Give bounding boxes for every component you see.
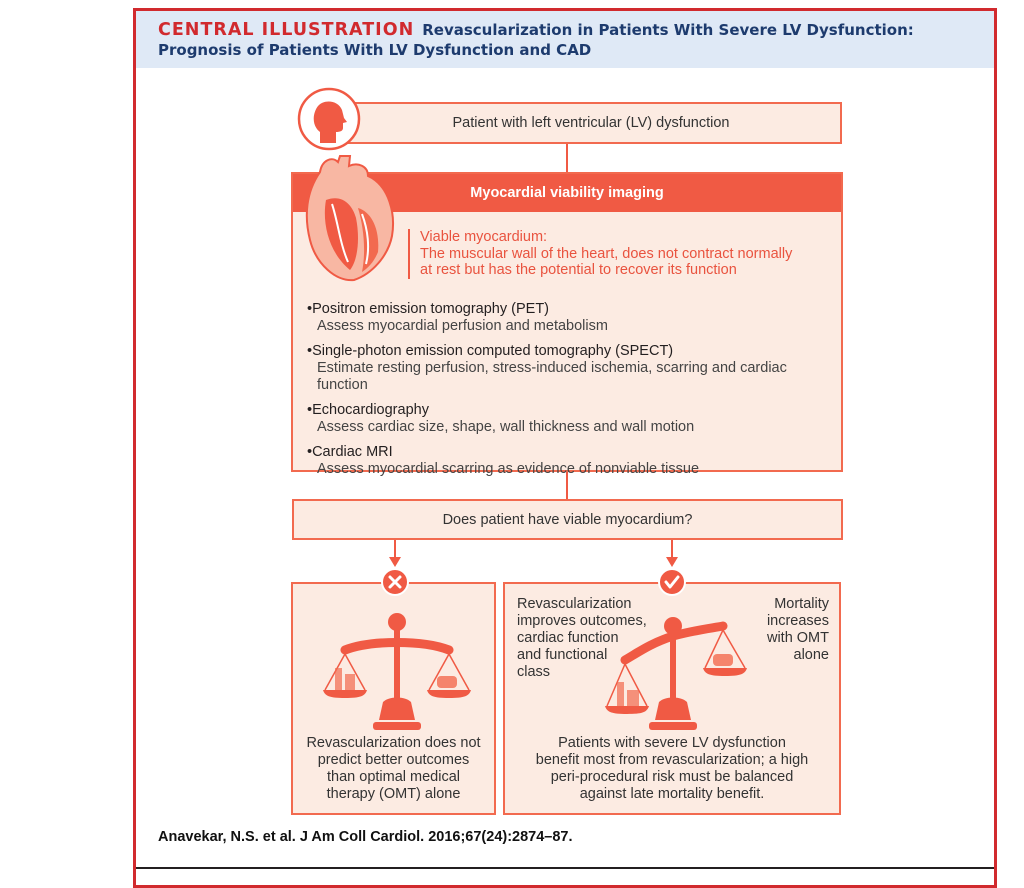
balanced-scale-icon: [321, 610, 471, 730]
figure-header: CENTRAL ILLUSTRATION Revascularization in…: [136, 11, 994, 68]
viability-outcome: Patients with severe LV dysfunction bene…: [511, 735, 833, 803]
outcome-line: benefit most from revascularization; a h…: [511, 752, 833, 769]
viable-line-2: at rest but has the potential to recover…: [420, 262, 792, 279]
modality-item: Cardiac MRI Assess myocardial scarring a…: [307, 444, 841, 478]
question-box: Does patient have viable myocardium?: [292, 499, 843, 540]
check-icon: [658, 568, 686, 596]
viable-definition: Viable myocardium: The muscular wall of …: [408, 229, 792, 279]
mortality-note: Mortality increases with OMT alone: [749, 596, 829, 664]
citation: Anavekar, N.S. et al. J Am Coll Cardiol.…: [158, 829, 573, 845]
outcome-line: therapy (OMT) alone: [299, 786, 488, 803]
outcome-line: peri-procedural risk must be balanced: [511, 769, 833, 786]
modality-desc: Assess myocardial perfusion and metaboli…: [307, 318, 841, 335]
outcome-line: than optimal medical: [299, 769, 488, 786]
bottom-rule: [136, 867, 994, 869]
viable-title: Viable myocardium:: [420, 229, 792, 246]
modality-name: Positron emission tomography (PET): [307, 301, 841, 318]
central-illustration-kicker: CENTRAL ILLUSTRATION: [158, 20, 414, 40]
modality-name: Cardiac MRI: [307, 444, 841, 461]
no-viability-box: Revascularization does not predict bette…: [291, 582, 496, 815]
modality-name: Echocardiography: [307, 402, 841, 419]
modality-item: Echocardiography Assess cardiac size, sh…: [307, 402, 841, 436]
outcome-line: against late mortality benefit.: [511, 786, 833, 803]
viable-line-1: The muscular wall of the heart, does not…: [420, 246, 792, 263]
connector-patient-imaging: [566, 144, 568, 172]
modality-item: Positron emission tomography (PET) Asses…: [307, 301, 841, 335]
title-line-2: Prognosis of Patients With LV Dysfunctio…: [158, 41, 591, 59]
note-line: alone: [749, 647, 829, 664]
heart-icon: [302, 152, 412, 287]
note-line: Mortality: [749, 596, 829, 613]
modality-list: Positron emission tomography (PET) Asses…: [307, 301, 841, 486]
viability-box: Revascularization improves outcomes, car…: [503, 582, 841, 815]
note-line: increases: [749, 613, 829, 630]
modality-name: Single-photon emission computed tomograp…: [307, 343, 841, 360]
outcome-line: Revascularization does not: [299, 735, 488, 752]
outcome-line: Patients with severe LV dysfunction: [511, 735, 833, 752]
title-text-1: Revascularization in Patients With Sever…: [422, 21, 914, 39]
modality-desc: Estimate resting perfusion, stress-induc…: [307, 360, 841, 394]
note-line: with OMT: [749, 630, 829, 647]
title-line-1: CENTRAL ILLUSTRATION Revascularization in…: [158, 20, 914, 40]
tilted-scale-icon: [603, 610, 753, 730]
modality-desc: Assess cardiac size, shape, wall thickne…: [307, 419, 841, 436]
modality-item: Single-photon emission computed tomograp…: [307, 343, 841, 394]
outcome-line: predict better outcomes: [299, 752, 488, 769]
question-label: Does patient have viable myocardium?: [443, 512, 693, 528]
patient-box: Patient with left ventricular (LV) dysfu…: [340, 102, 842, 144]
patient-head-icon: [298, 88, 362, 152]
arrowheads: [0, 0, 1, 1]
no-viability-outcome: Revascularization does not predict bette…: [299, 735, 488, 803]
x-icon: [381, 568, 409, 596]
patient-box-label: Patient with left ventricular (LV) dysfu…: [453, 115, 730, 131]
modality-desc: Assess myocardial scarring as evidence o…: [307, 461, 841, 478]
